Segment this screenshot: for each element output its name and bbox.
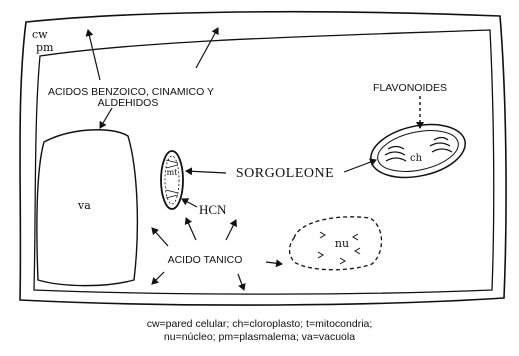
label-flavonoides: FLAVONOIDES xyxy=(373,82,447,94)
label-pm: pm xyxy=(36,41,54,54)
arrow-tanico-2 xyxy=(186,218,196,240)
label-nu: nu xyxy=(335,237,349,250)
caption-line-2: nu=núcleo; pm=plasmalema; va=vacuola xyxy=(0,331,519,344)
label-ch: ch xyxy=(410,153,423,164)
arrow-acids-to-vacuole xyxy=(100,108,112,128)
arrow-tanico-4 xyxy=(152,272,164,284)
label-mt: mt xyxy=(167,168,179,177)
caption-line-1: cw=pared celular; ch=cloroplasto; t=mito… xyxy=(0,318,519,331)
arrow-acids-to-wall-right xyxy=(196,28,218,68)
arrow-tanico-5 xyxy=(238,274,244,290)
plasmalema xyxy=(34,30,494,294)
label-va: va xyxy=(77,199,91,212)
label-acids-line2: ALDEHIDOS xyxy=(98,97,159,109)
cell-wall xyxy=(20,12,506,305)
mitochondrion xyxy=(161,151,183,209)
chloroplast xyxy=(366,117,470,186)
arrow-sorgoleone-to-mitochondrion xyxy=(186,171,226,173)
label-acido-tanico: ACIDO TANICO xyxy=(168,254,243,266)
arrow-tanico-6 xyxy=(266,262,282,264)
label-sorgoleone: SORGOLEONE xyxy=(236,166,334,181)
label-cw: cw xyxy=(32,28,48,41)
arrow-sorgoleone-to-chloroplast xyxy=(344,160,376,172)
arrow-acids-to-wall-left xyxy=(88,30,100,80)
arrow-tanico-1 xyxy=(152,228,168,246)
arrow-tanico-3 xyxy=(226,220,236,240)
label-hcn: HCN xyxy=(199,202,227,217)
arrow-hcn-to-mitochondrion xyxy=(182,199,197,207)
